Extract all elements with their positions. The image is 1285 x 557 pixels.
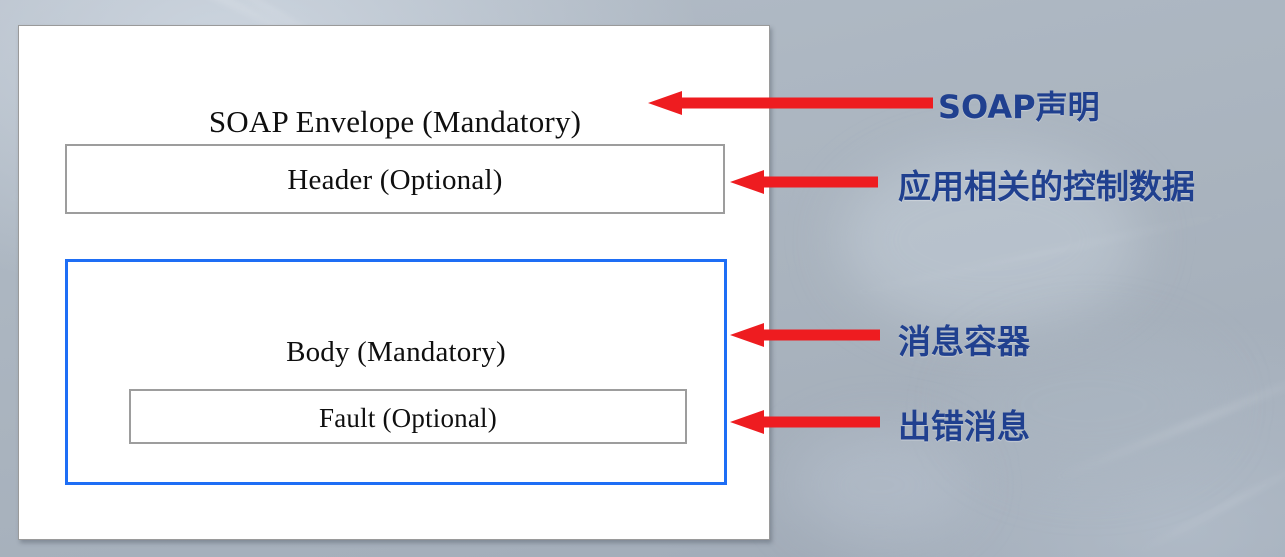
soap-fault-label: Fault (Optional) [319,403,497,433]
soap-body-label: Body (Mandatory) [286,336,506,368]
annotation-error-message: 出错消息 [898,407,1030,446]
background-streak [1131,448,1285,557]
soap-envelope-container: SOAP Envelope (Mandatory) Header (Option… [18,25,770,540]
soap-header-box: Header (Optional) [65,144,725,214]
annotation-soap-declaration: SOAP声明 [938,88,1100,126]
annotation-application-control-data: 应用相关的控制数据 [898,167,1195,206]
background-streak [833,206,1247,302]
soap-header-label: Header (Optional) [287,164,503,196]
soap-envelope-label: SOAP Envelope (Mandatory) [208,104,582,139]
soap-body-box: Body (Mandatory) Fault (Optional) [65,259,727,485]
soap-fault-box: Fault (Optional) [129,389,687,444]
annotation-message-container: 消息容器 [898,322,1030,361]
background-streak [1049,364,1285,485]
